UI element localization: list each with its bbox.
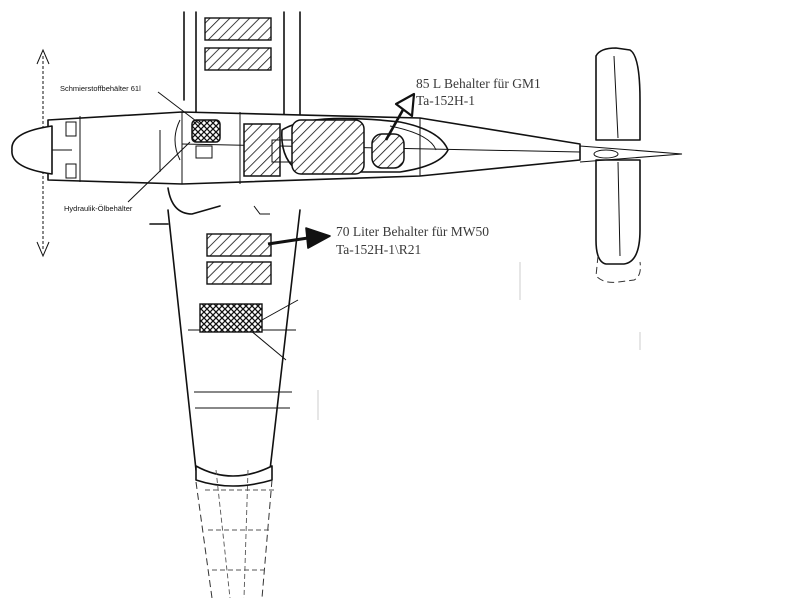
gm1-tank-label-line2: Ta-152H-1 [416,93,475,108]
propeller-spinner [11,121,77,179]
upper-wing [183,11,301,121]
gm1-tank-arrow [384,92,416,141]
gm1-fuselage-tank [371,133,405,169]
lubricant-tank-label: Schmierstoffbehälter 61l [60,84,141,93]
upper-wing-tank-inner [204,47,272,71]
mw50-tank-label-line2: Ta-152H-1\R21 [336,242,421,257]
mw50-wing-tank-lower [206,261,272,285]
mw50-wing-tank-upper [206,233,272,257]
tail-assembly [579,47,683,283]
lubricant-tank-shape [191,119,221,143]
background-artifacts [317,262,641,420]
wing-root [149,119,270,225]
fuselage-tank-forward [243,123,281,177]
fuselage-tank-main [291,119,365,175]
wing-crosshatch-tank [199,303,263,333]
mw50-tank-label-line1: 70 Liter Behalter für MW50 [336,224,489,239]
hydraulic-tank-label: Hydraulik-Ölbehälter [64,204,133,213]
leader-lines [127,91,201,203]
upper-wing-tank-outer [204,17,272,41]
lower-wing [167,209,301,599]
mw50-tank-arrow [267,227,331,249]
fuselage-tanks [191,119,405,177]
gm1-tank-label-line1: 85 L Behalter für GM1 [416,76,541,91]
